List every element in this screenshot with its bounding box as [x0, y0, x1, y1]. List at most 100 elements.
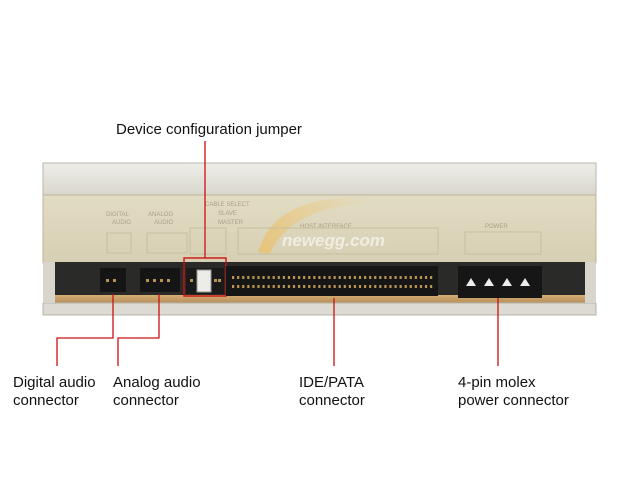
label-jumper-text: Device configuration jumper: [116, 121, 302, 138]
ide-pin: [379, 285, 382, 288]
ide-pin: [364, 276, 367, 279]
ide-pin: [267, 285, 270, 288]
ide-pin: [353, 285, 357, 288]
print-digital-audio-2: AUDIO: [112, 220, 131, 226]
ide-pin: [409, 276, 412, 279]
ide-pin: [353, 276, 357, 279]
ide-pin: [298, 276, 301, 279]
molex-power-connector: [458, 266, 542, 298]
ide-pin: [384, 276, 387, 279]
ide-pin: [394, 285, 397, 288]
ide-pin: [338, 276, 341, 279]
ide-pin: [374, 285, 377, 288]
ide-pin: [292, 285, 296, 288]
ide-pin: [267, 276, 270, 279]
ide-pin: [348, 276, 351, 279]
print-power: POWER: [485, 224, 508, 230]
ide-pin: [333, 285, 336, 288]
ide-pin: [252, 276, 255, 279]
ide-pin: [399, 276, 402, 279]
label-ide-pata-connector: IDE/PATA connector: [299, 374, 365, 410]
ide-pin: [328, 285, 331, 288]
ide-pin: [232, 276, 235, 279]
ide-pin: [358, 276, 362, 279]
ide-pin: [277, 285, 280, 288]
ide-pin: [389, 276, 392, 279]
ide-pin: [384, 285, 387, 288]
bottom-cover: [42, 302, 597, 316]
ide-pin: [328, 276, 331, 279]
leader-digital: [56, 294, 114, 366]
ide-pin: [287, 285, 291, 288]
ide-pin: [404, 276, 407, 279]
ide-pin: [318, 276, 321, 279]
ide-pin: [414, 276, 417, 279]
ide-pin: [364, 285, 367, 288]
watermark: newegg.com: [258, 197, 385, 254]
ide-pin: [257, 285, 260, 288]
label-molex-line-1: 4-pin molex: [458, 374, 536, 391]
ide-pin: [313, 276, 316, 279]
ide-pin: [272, 276, 275, 279]
ide-pin: [323, 276, 326, 279]
label-ide-line-1: IDE/PATA: [299, 374, 365, 391]
ide-pin: [333, 276, 336, 279]
digital-audio-connector: [100, 268, 126, 292]
print-slave: SLAVE: [218, 211, 237, 217]
ide-pin: [247, 285, 250, 288]
ide-pin: [419, 285, 423, 288]
callout-lines: [56, 141, 499, 366]
label-digital-line-1: Digital audio: [13, 374, 96, 391]
watermark-text: newegg.com: [282, 231, 385, 250]
label-digital-audio-connector: Digital audio connector: [13, 374, 96, 410]
ide-pin: [394, 276, 397, 279]
label-analog-audio-connector: Analog audio connector: [113, 374, 201, 410]
label-digital-line-2: connector: [13, 392, 79, 409]
ide-pin: [308, 285, 311, 288]
label-analog-line-1: Analog audio: [113, 374, 201, 391]
ide-pin: [369, 276, 372, 279]
ide-pin: [237, 276, 240, 279]
ide-pin: [242, 276, 245, 279]
ide-pin: [292, 276, 296, 279]
ide-pin: [343, 285, 346, 288]
label-analog-line-2: connector: [113, 392, 179, 409]
ide-pin: [318, 285, 321, 288]
print-master: MASTER: [218, 220, 244, 226]
ide-pin: [369, 285, 372, 288]
ide-pin: [343, 276, 346, 279]
ide-pin: [430, 285, 433, 288]
ide-pin: [308, 276, 311, 279]
ide-pin: [277, 276, 280, 279]
label-molex-power-connector: 4-pin molex power connector: [458, 374, 569, 410]
label-ide-line-2: connector: [299, 392, 365, 409]
print-cable-select: CABLE SELECT: [205, 202, 250, 208]
ide-pin: [282, 285, 285, 288]
ide-pin: [404, 285, 407, 288]
ide-pin: [298, 285, 301, 288]
jumper-cap: [196, 269, 212, 293]
ide-pin: [338, 285, 341, 288]
panel-print: DIGITAL AUDIO ANALOG AUDIO CABLE SELECT …: [106, 202, 508, 230]
ide-pin: [414, 285, 417, 288]
top-cover: [42, 162, 597, 196]
ide-pin: [237, 285, 240, 288]
print-host-interface: HOST INTERFACE: [300, 224, 352, 230]
ide-pin: [257, 276, 260, 279]
ide-pin: [303, 285, 306, 288]
panel-embossing: [106, 227, 542, 255]
ide-pin: [247, 276, 250, 279]
print-analog-audio-2: AUDIO: [154, 220, 173, 226]
ide-connector: [226, 266, 438, 296]
ide-pin: [379, 276, 382, 279]
ide-pin: [389, 285, 392, 288]
ide-pin: [430, 276, 433, 279]
ide-pin: [323, 285, 326, 288]
ide-pin: [409, 285, 412, 288]
ide-pin: [424, 276, 428, 279]
ide-pin: [374, 276, 377, 279]
ide-pin: [313, 285, 316, 288]
ide-pin: [348, 285, 351, 288]
ide-pin: [287, 276, 291, 279]
